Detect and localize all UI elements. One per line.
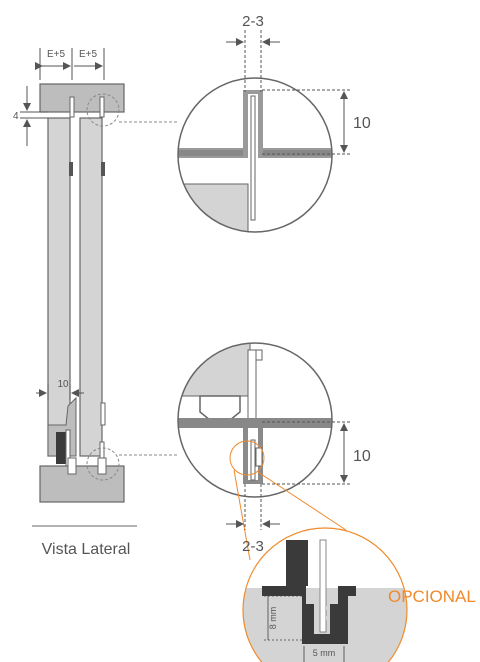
caption-vista-lateral: Vista Lateral — [42, 541, 131, 558]
detail-marker-bottom — [86, 447, 120, 481]
detail-optional: 8 mm 5 mm OPCIONAL — [242, 527, 476, 662]
panel-right — [79, 117, 103, 457]
label-depth-top-detail: 10 — [353, 115, 371, 132]
detail-top: 2-3 10 — [177, 13, 371, 233]
side-view: E+5 E+5 4 10 Vista Lateral — [13, 48, 178, 558]
panel-left — [47, 117, 71, 457]
optional-zoom-marker — [229, 440, 265, 476]
detail-bottom: 10 2-3 — [177, 342, 371, 561]
label-optional: OPCIONAL — [388, 587, 476, 606]
label-gap-bottom-detail: 2-3 — [242, 538, 264, 555]
label-offset-top: 4 — [13, 111, 19, 122]
top-rail — [39, 83, 125, 113]
bottom-rail — [39, 465, 125, 503]
label-profile-width: 5 mm — [313, 648, 336, 658]
label-gap-left: E+5 — [47, 49, 66, 60]
label-profile-height: 8 mm — [268, 607, 278, 630]
label-gap-top-detail: 2-3 — [242, 13, 264, 30]
label-depth-bottom-detail: 10 — [353, 448, 371, 465]
label-width-bottom: 10 — [57, 379, 69, 390]
label-gap-right: E+5 — [79, 49, 98, 60]
detail-marker-top — [86, 93, 120, 127]
